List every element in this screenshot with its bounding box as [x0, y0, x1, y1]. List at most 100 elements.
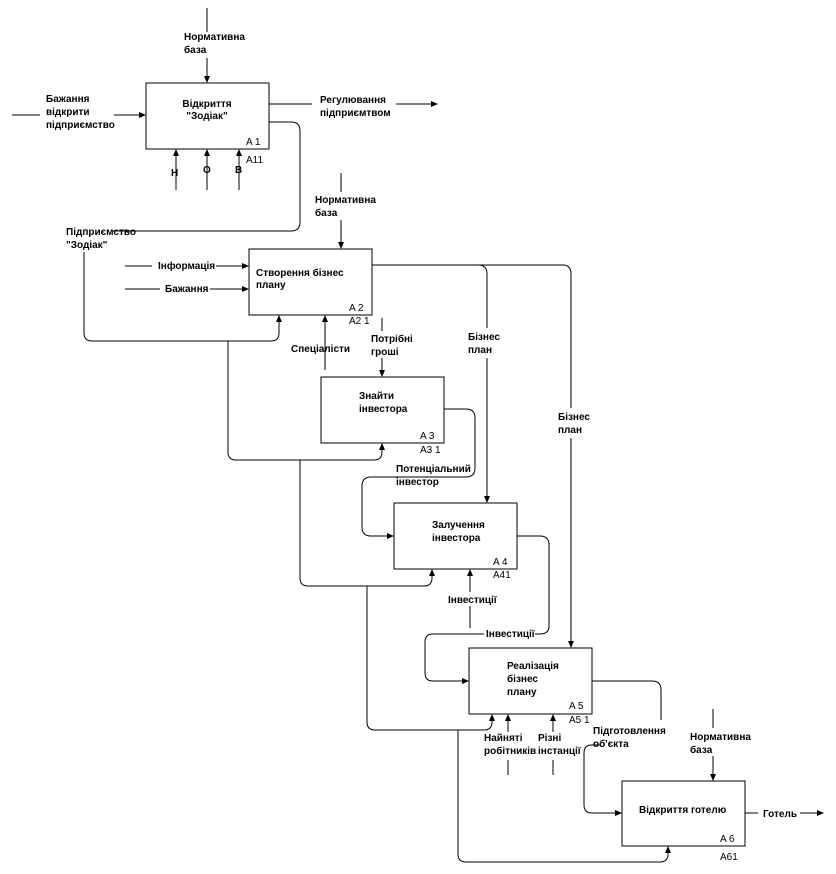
block-a5[interactable]: Реалізація бізнес плану A 5 A5 1 — [468, 647, 593, 726]
label-prepared-object-line1: Підготовлення — [593, 726, 666, 737]
block-a5-title-1: Реалізація — [507, 661, 559, 672]
label-bizplan1: Бізнес план — [468, 332, 500, 356]
block-a6-box[interactable] — [621, 780, 746, 847]
arrow-prepared-object[interactable] — [583, 680, 662, 816]
arrow-loop-a5-mech[interactable] — [366, 586, 495, 731]
arrow-norm3[interactable] — [710, 709, 716, 781]
label-enterprise-line2: "Зодіак" — [66, 240, 108, 251]
label-institutions-line1: Різні — [538, 733, 561, 744]
block-a4-code: A41 — [493, 570, 511, 581]
block-a3-code: A3 1 — [420, 445, 441, 456]
block-a2[interactable]: Створення бізнес плану A 2 A2 1 — [248, 248, 373, 327]
block-a1-title-1: Відкриття — [182, 99, 231, 110]
arrow-norm2[interactable] — [338, 173, 344, 249]
arrow-hotel[interactable] — [745, 810, 824, 816]
label-institutions-line2: інстанції — [538, 746, 581, 757]
label-information: Інформація — [158, 260, 215, 272]
label-potential-investor-line2: інвестор — [396, 477, 439, 488]
label-mech-v: В — [235, 165, 242, 176]
label-potential-investor-line1: Потенціальний — [396, 464, 471, 475]
label-workers-line2: робітників — [484, 745, 536, 757]
block-a5-title-3: плану — [507, 687, 537, 698]
arrow-institutions[interactable] — [550, 714, 556, 775]
block-a3-number: A 3 — [420, 431, 435, 442]
block-a4[interactable]: Залучення інвестора A 4 A41 — [393, 502, 518, 581]
arrow-regulation[interactable] — [269, 101, 438, 107]
arrow-mech-o[interactable] — [204, 149, 210, 190]
arrow-bizplan2[interactable] — [478, 264, 574, 648]
label-money: Потрібні гроші — [371, 333, 413, 358]
label-norm1: Нормативна база — [184, 32, 245, 56]
block-a1[interactable]: Відкриття "Зодіак" A 1 A11 — [145, 82, 270, 166]
label-specialists: Спеціалісти — [291, 344, 350, 355]
label-regulation-line1: Регулювання — [320, 95, 386, 106]
label-desire-open-line2: відкрити — [46, 107, 90, 118]
label-regulation-line2: підприємтвом — [320, 108, 391, 119]
block-a3-title-2: інвестора — [359, 404, 408, 415]
label-bizplan2-line2: план — [558, 425, 582, 436]
label-prepared-object-line2: об'єкта — [593, 738, 629, 750]
arrow-enterprise[interactable] — [83, 121, 301, 342]
block-a1-box[interactable] — [145, 82, 270, 150]
arrow-money[interactable] — [379, 318, 385, 377]
label-investments2: Інвестиції — [486, 629, 535, 640]
label-norm1-line2: база — [184, 44, 207, 56]
block-a1-title-2: "Зодіак" — [186, 111, 228, 122]
label-norm2-line2: база — [315, 207, 338, 219]
label-regulation: Регулювання підприємтвом — [320, 95, 391, 119]
label-bizplan2: Бізнес план — [558, 412, 590, 436]
block-a1-code: A11 — [246, 155, 263, 166]
block-a2-title-1: Створення бізнес — [256, 267, 344, 279]
label-desire-open-line1: Бажання — [46, 94, 90, 105]
label-desire: Бажання — [165, 284, 209, 295]
arrow-loop-a4-mech[interactable] — [299, 460, 435, 587]
arrow-specialists[interactable] — [322, 315, 328, 370]
block-a2-number: A 2 — [349, 303, 364, 314]
block-a3[interactable]: Знайти інвестора A 3 A3 1 — [320, 376, 445, 456]
block-a3-title-1: Знайти — [359, 391, 394, 402]
block-a4-title-2: інвестора — [432, 533, 481, 544]
label-mech-h: Н — [171, 168, 178, 179]
block-a4-title-1: Залучення — [432, 520, 485, 531]
arrow-workers[interactable] — [505, 714, 511, 775]
block-a6-number: A 6 — [720, 834, 735, 845]
arrow-desire[interactable] — [125, 286, 249, 292]
label-investments1: Інвестиції — [448, 595, 497, 606]
label-workers-line1: Найняті — [484, 733, 523, 744]
label-bizplan1-line1: Бізнес — [468, 332, 500, 343]
block-a6-title-1: Відкриття готелю — [639, 805, 727, 816]
block-a5-title-2: бізнес — [507, 673, 538, 685]
arrow-information[interactable] — [125, 263, 249, 269]
arrow-loop-a6-mech[interactable] — [457, 730, 671, 863]
block-a2-code: A2 1 — [349, 316, 370, 327]
label-norm3-line1: Нормативна — [690, 732, 751, 743]
arrow-mech-v[interactable] — [236, 149, 242, 190]
label-prepared-object: Підготовлення об'єкта — [593, 726, 666, 750]
block-a3-box[interactable] — [320, 376, 445, 444]
label-norm3-line2: база — [690, 744, 713, 756]
label-institutions: Різні інстанції — [538, 733, 581, 757]
label-desire-open-line3: підприємство — [46, 120, 115, 131]
block-a4-number: A 4 — [493, 557, 508, 568]
arrow-norm1[interactable] — [204, 8, 210, 83]
arrow-desire-open[interactable] — [12, 112, 146, 118]
label-desire-open: Бажання відкрити підприємство — [46, 94, 115, 131]
arrow-investments2[interactable] — [424, 535, 550, 684]
block-a1-number: A 1 — [246, 137, 261, 148]
label-bizplan1-line2: план — [468, 345, 492, 356]
label-norm3: Нормативна база — [690, 732, 751, 756]
label-potential-investor: Потенціальний інвестор — [396, 464, 471, 488]
label-norm1-line1: Нормативна — [184, 32, 245, 43]
label-money-line1: Потрібні — [371, 333, 413, 345]
block-a2-box[interactable] — [248, 248, 373, 316]
arrow-investments1[interactable] — [467, 569, 473, 628]
arrow-loop-a3-mech[interactable] — [227, 341, 385, 461]
block-a2-title-2: плану — [256, 280, 286, 291]
arrow-mech-h[interactable] — [173, 149, 179, 190]
block-a5-number: A 5 — [569, 701, 584, 712]
label-norm2-line1: Нормативна — [315, 195, 376, 206]
arrow-potential-investor[interactable] — [361, 408, 476, 539]
block-a6-code: A61 — [720, 852, 738, 863]
block-a6[interactable]: Відкриття готелю A 6 A61 — [621, 780, 746, 863]
